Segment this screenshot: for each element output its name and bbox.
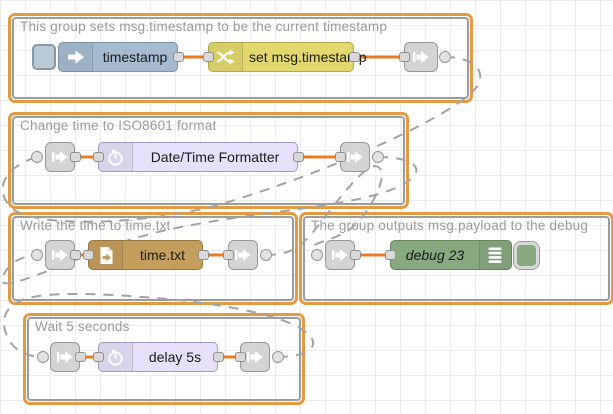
link-out-icon xyxy=(413,51,429,63)
node-label: time.txt xyxy=(139,247,186,263)
group-debug-output[interactable]: The group outputs msg.payload to the deb… xyxy=(299,212,613,305)
port-out[interactable] xyxy=(293,152,304,162)
link-out-icon xyxy=(235,249,251,261)
change-node[interactable]: set msg.timestamp xyxy=(208,42,366,72)
link-wire[interactable] xyxy=(0,156,418,285)
link-port-in[interactable] xyxy=(31,151,43,163)
group-inner-border xyxy=(12,17,469,99)
link-wire[interactable] xyxy=(2,292,315,358)
datetime-formatter-node[interactable]: Date/Time Formatter xyxy=(98,142,298,172)
link-out-icon xyxy=(247,351,263,363)
port-out[interactable] xyxy=(349,52,360,62)
link-port-in[interactable] xyxy=(31,249,43,261)
group-label: Wait 5 seconds xyxy=(35,319,130,334)
link-port-out[interactable] xyxy=(372,151,384,163)
node-label: Date/Time Formatter xyxy=(150,149,280,165)
port-in[interactable] xyxy=(83,250,94,260)
inject-button[interactable] xyxy=(32,44,56,70)
port-out[interactable] xyxy=(198,250,209,260)
group-label: Write the time to time.txt xyxy=(20,218,171,233)
link-wire[interactable] xyxy=(1,56,482,223)
group-label: This group sets msg.timestamp to be the … xyxy=(20,19,388,34)
group-label: The group outputs msg.payload to the deb… xyxy=(311,218,589,233)
debug-list-icon xyxy=(479,241,511,269)
timer-icon xyxy=(99,343,133,371)
file-out-icon xyxy=(89,241,123,269)
inject-node[interactable]: timestamp xyxy=(58,42,178,72)
link-out-icon xyxy=(347,151,363,163)
node-label: timestamp xyxy=(102,49,168,65)
link-port-out[interactable] xyxy=(260,249,272,261)
port-in[interactable] xyxy=(93,352,104,362)
inject-arrow-icon xyxy=(59,43,93,71)
port-in[interactable] xyxy=(335,152,346,162)
link-out-node[interactable] xyxy=(340,142,370,172)
group-wait[interactable]: Wait 5 seconds xyxy=(23,313,305,405)
group-inner-border xyxy=(27,317,301,401)
port-out[interactable] xyxy=(75,352,86,362)
port-in[interactable] xyxy=(235,352,246,362)
port-out[interactable] xyxy=(350,250,361,260)
group-set-timestamp[interactable]: This group sets msg.timestamp to be the … xyxy=(8,13,473,103)
port-out[interactable] xyxy=(213,352,224,362)
file-node[interactable]: time.txt xyxy=(88,240,203,270)
group-inner-border xyxy=(12,216,294,301)
delay-node[interactable]: delay 5s xyxy=(98,342,218,372)
debug-toggle-button[interactable] xyxy=(513,241,540,270)
timer-icon xyxy=(99,143,133,171)
link-port-in[interactable] xyxy=(37,351,49,363)
port-out[interactable] xyxy=(173,52,184,62)
group-write-file[interactable]: Write the time to time.txt xyxy=(8,212,298,305)
link-port-out[interactable] xyxy=(439,51,451,63)
port-out[interactable] xyxy=(70,250,81,260)
shuffle-icon xyxy=(209,43,243,71)
link-in-icon xyxy=(332,249,348,261)
port-in[interactable] xyxy=(399,52,410,62)
port-in[interactable] xyxy=(203,52,214,62)
debug-node[interactable]: debug 23 xyxy=(390,240,512,270)
link-in-icon xyxy=(57,351,73,363)
port-out[interactable] xyxy=(70,152,81,162)
link-in-icon xyxy=(52,249,68,261)
link-port-out[interactable] xyxy=(272,351,284,363)
group-inner-border xyxy=(303,216,610,301)
node-label: set msg.timestamp xyxy=(249,49,367,65)
node-label: delay 5s xyxy=(148,349,202,365)
link-wire[interactable] xyxy=(265,164,383,256)
port-in[interactable] xyxy=(223,250,234,260)
link-in-icon xyxy=(52,151,68,163)
group-label: Change time to ISO8601 format xyxy=(20,118,217,133)
port-in[interactable] xyxy=(93,152,104,162)
node-label: debug 23 xyxy=(405,247,465,263)
port-in[interactable] xyxy=(385,250,396,260)
link-port-in[interactable] xyxy=(311,249,323,261)
